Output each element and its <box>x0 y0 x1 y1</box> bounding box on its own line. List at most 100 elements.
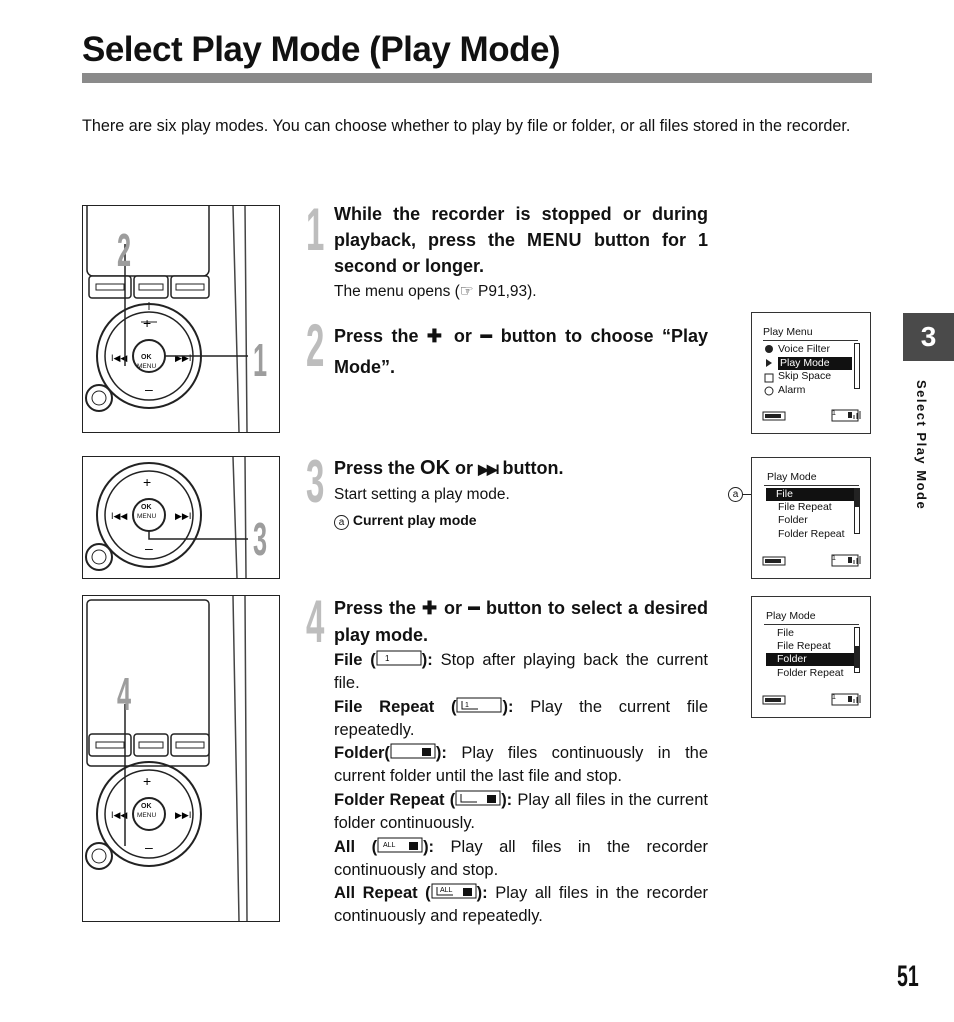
step-2-text: Press the <box>334 326 427 346</box>
mode-name: All <box>334 838 356 856</box>
step-1-heading: While the recorder is stopped or during … <box>334 201 708 279</box>
step-number-4: 4 <box>306 588 325 655</box>
mode-name: Folder Repeat <box>334 791 445 809</box>
counter: 1 <box>832 694 836 701</box>
figure-callout-3: 3 <box>253 513 268 565</box>
svg-text:–: – <box>145 540 153 556</box>
mode-all: All (ALL): Play all files in the recorde… <box>334 837 708 879</box>
step-2-heading: Press the ✚ or ▬ button to choose “Play … <box>334 319 708 383</box>
lcd-screen-play-mode-current: Play Mode File File Repeat Folder Folder… <box>751 457 871 579</box>
recorder-illustration-select: + – I◀◀ ▶▶I OK MENU 4 <box>82 595 280 922</box>
mode-item-folder-repeat: Folder Repeat <box>778 528 845 540</box>
menu-label: MENU <box>137 363 157 370</box>
step-3-text: Press the <box>334 458 421 478</box>
mode-file-repeat: File Repeat (1): Play the current file r… <box>334 697 708 739</box>
figure-callout-2: 2 <box>117 224 132 276</box>
step-1-text: While the recorder is stopped or during … <box>334 204 708 250</box>
page-number: 51 <box>897 960 919 993</box>
recorder-drawing: + – I◀◀ ▶▶I <box>85 596 248 921</box>
menu-label: MENU <box>137 812 157 819</box>
screen-title: Play Menu <box>763 326 813 338</box>
mode-item-folder: Folder <box>766 653 859 666</box>
svg-text:–: – <box>145 381 153 397</box>
or-text: or <box>450 458 479 478</box>
minus-icon: ▬ <box>480 327 493 341</box>
title-rule <box>82 73 872 83</box>
file-icon-number: 1 <box>385 654 390 663</box>
step-number-1: 1 <box>306 196 325 263</box>
ok-label: OK <box>141 354 152 361</box>
step-4-text-end: button to select a desired play mode. <box>334 598 708 645</box>
mode-desc: Play all files in the current folder con… <box>334 791 708 832</box>
svg-text:▶▶I: ▶▶I <box>175 511 191 521</box>
recorder-drawing: + – I◀◀ ▶▶I <box>85 206 248 432</box>
mode-desc: Play the current file repeatedly. <box>334 698 708 739</box>
step-3-heading: Press the OK or ▶▶I button. <box>334 455 708 482</box>
minus-icon: ▬ <box>468 599 481 613</box>
mode-item-file-repeat: File Repeat <box>778 501 832 513</box>
step-number-2: 2 <box>306 312 325 379</box>
menu-item-voice-filter: Voice Filter <box>778 343 830 355</box>
file-mode-icon: 1 <box>376 650 422 672</box>
figure-callout-4: 4 <box>117 668 132 720</box>
callout-text: Current play mode <box>352 512 477 528</box>
step-3-note: Start setting a play mode. <box>334 486 510 503</box>
lcd-screen-play-mode-select: Play Mode File File Repeat Folder Folder… <box>751 596 871 718</box>
mode-name: File <box>334 651 363 669</box>
all-icon-text: ALL <box>383 842 396 849</box>
svg-text:I◀◀: I◀◀ <box>111 353 127 363</box>
step-4-heading: Press the ✚ or ▬ button to select a desi… <box>334 593 708 649</box>
mode-desc: Play files continuously in the current f… <box>334 744 709 785</box>
ok-label: OK <box>141 504 152 511</box>
mode-desc: Play all files in the recorder continuou… <box>334 838 708 879</box>
mode-name: Folder <box>334 744 385 762</box>
mode-folder: Folder(): Play files continuously in the… <box>334 743 709 785</box>
scrollbar <box>854 488 860 534</box>
scrollbar <box>854 627 860 673</box>
menu-icons <box>764 344 774 402</box>
mode-item-file: File <box>766 488 858 501</box>
mode-name: File Repeat <box>334 698 435 716</box>
callout-a-marker: a <box>334 515 349 530</box>
callout-a-marker: a <box>728 487 743 502</box>
mode-item-folder-repeat: Folder Repeat <box>777 667 844 679</box>
step-3-text-end: button. <box>497 458 564 478</box>
fast-forward-icon: ▶▶I <box>478 461 499 477</box>
mode-desc: Stop after playing back the current file… <box>334 651 708 692</box>
svg-text:+: + <box>143 474 151 490</box>
menu-item-skip-space: Skip Space <box>778 370 832 382</box>
step-number-3: 3 <box>306 448 325 515</box>
ok-label: OK <box>141 803 152 810</box>
svg-text:▶▶I: ▶▶I <box>175 353 191 363</box>
or-text: or <box>445 326 481 346</box>
menu-key: MENU <box>527 230 583 250</box>
status-bar <box>762 693 861 706</box>
mode-desc: Play all files in the recorder continuou… <box>334 884 708 925</box>
menu-label: MENU <box>137 513 157 520</box>
mode-item-folder: Folder <box>778 514 808 526</box>
status-bar <box>762 409 861 422</box>
mode-item-file-repeat: File Repeat <box>777 640 831 652</box>
mode-folder-repeat: Folder Repeat (): Play all files in the … <box>334 790 708 832</box>
ok-key: OK <box>420 457 451 479</box>
intro-text: There are six play modes. You can choose… <box>82 117 851 135</box>
scrollbar <box>854 343 860 389</box>
svg-text:▶▶I: ▶▶I <box>175 810 191 820</box>
recorder-illustration-menu: + – I◀◀ ▶▶I OK MENU 2 1 <box>82 205 280 433</box>
chapter-tab: 3 <box>903 313 954 361</box>
or-text: or <box>438 598 469 618</box>
counter: 1 <box>832 555 836 562</box>
step-1-note: The menu opens (☞ P91,93). <box>334 283 537 300</box>
svg-text:–: – <box>145 839 153 855</box>
lcd-screen-play-menu: Play Menu Voice Filter Play Mode Skip Sp… <box>751 312 871 434</box>
all-repeat-icon: ALL <box>431 883 477 905</box>
file-icon-number: 1 <box>465 702 469 709</box>
svg-text:I◀◀: I◀◀ <box>111 810 127 820</box>
screen-title: Play Mode <box>766 610 816 622</box>
step-1-text-end: button for 1 second or longer. <box>334 230 708 276</box>
folder-repeat-icon <box>455 790 501 812</box>
chapter-side-label: Select Play Mode <box>914 380 929 511</box>
current-play-mode-callout: a Current play mode <box>334 512 477 530</box>
page-title: Select Play Mode (Play Mode) <box>82 30 561 69</box>
mode-item-file: File <box>777 627 794 639</box>
